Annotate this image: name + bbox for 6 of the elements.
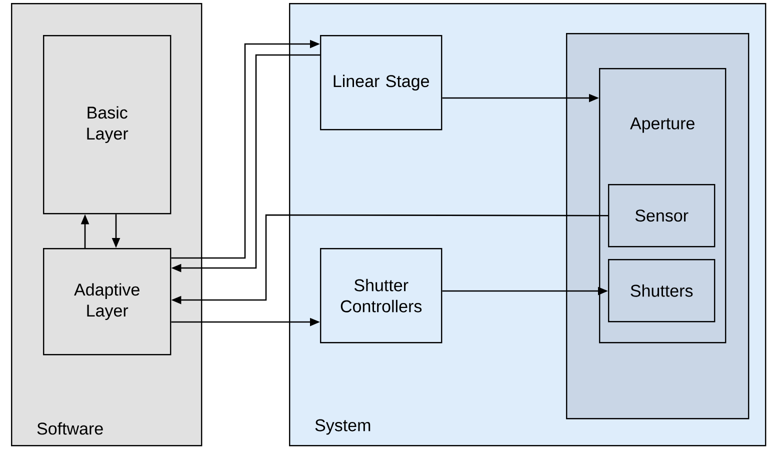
sensor-box: Sensor <box>608 184 716 248</box>
shutter-box: Shutters <box>608 259 716 322</box>
layer-box: Basic Layer <box>43 35 172 214</box>
component-box: Linear Stage <box>320 35 442 130</box>
layer-box: Adaptive Layer <box>43 248 172 356</box>
component-box: Shutter Controllers <box>320 248 442 344</box>
